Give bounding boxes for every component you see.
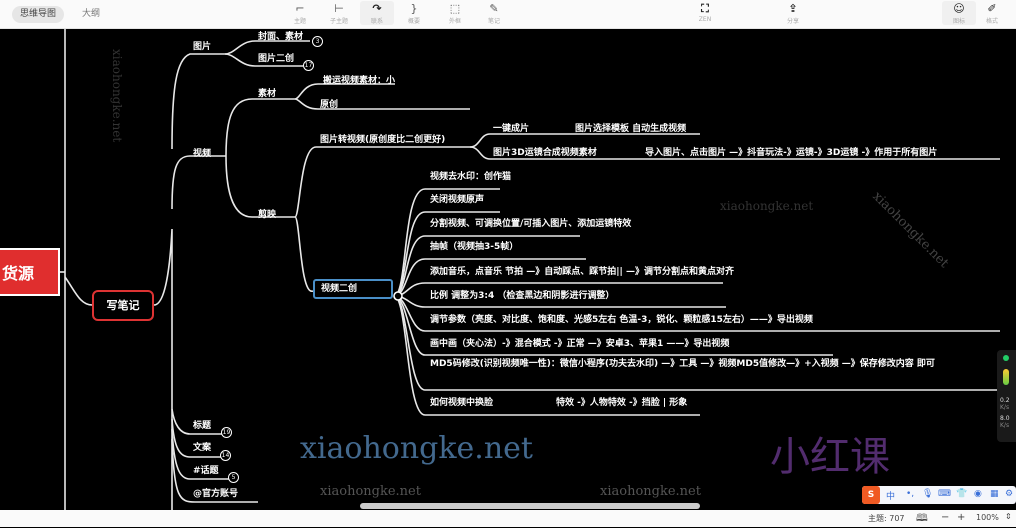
watermark: xiaohongke.net [110,49,124,143]
node[interactable]: 搬运视频素材：小 [323,76,396,86]
mindmap-canvas[interactable]: xiaohongke.net xiaohongke.net 小红课 xiaoho… [0,29,1016,510]
punctuation-icon[interactable]: •, [906,489,915,499]
settings-icon[interactable]: ⚙ [1005,489,1014,499]
node[interactable]: 特效 -》人物特效 -》挡脸 | 形象 [556,398,688,408]
note-icon: ✎ [489,2,499,15]
node[interactable]: 抽帧（视频抽3-5帧） [430,242,519,252]
branch-node[interactable]: 写笔记 [92,290,154,321]
robot-icon[interactable]: ◉ [974,489,982,499]
note-button[interactable]: ✎笔记 [477,1,511,25]
upload-unit: K/s [1000,404,1010,411]
watermark: xiaohongke.net [300,431,533,466]
ime-mode[interactable]: 中 [886,492,896,502]
download-unit: K/s [1000,422,1010,429]
collapsed-count-badge[interactable]: 14 [220,450,231,461]
watermark: xiaohongke.net [320,484,421,499]
sogou-logo-icon: S [862,486,880,504]
collapsed-count-badge[interactable]: 5 [228,472,239,483]
node[interactable]: 添加音乐，点音乐 节拍 —》自动踩点、踩节拍|| —》调节分割点和黄点对齐 [430,267,734,277]
network-speed-widget: 0.2 K/s 8.0 K/s [997,350,1016,442]
watermark-brand: 小红课 [770,434,890,480]
map-view-icon[interactable]: 🕮 [916,513,928,524]
node[interactable]: 图片3D运镜合成视频素材 [493,148,597,158]
node-image[interactable]: 图片 [193,42,212,52]
connector-lines [60,29,1000,510]
subtopic-icon: ⊢ [334,2,344,15]
ime-toolbar[interactable]: S 中 •, 🎙 ⌨ 👕 ◉ ▦ ⚙ [862,486,1016,504]
collapsed-count-badge[interactable]: 19 [221,427,232,438]
status-dot-icon [1003,355,1009,361]
node[interactable]: 一键成片 [493,124,530,134]
icons-button[interactable]: ☺图标 [942,1,976,25]
share-icon: ⇪ [788,2,798,15]
collapsed-count-badge[interactable]: 17 [303,60,314,71]
boundary-icon: ⬚ [449,2,461,15]
format-button[interactable]: ✐格式 [975,1,1009,25]
upload-speed: 0.2 [1000,397,1010,404]
keyboard-icon[interactable]: ⌨ [938,489,951,499]
node[interactable]: 剪映 [258,210,277,220]
node[interactable]: 画中画（夹心法）-》混合模式 -》正常 —》安卓3、苹果1 ——》导出视频 [430,339,730,349]
zoom-in-button[interactable]: + [957,512,966,523]
node[interactable]: @官方账号 [193,489,239,499]
node[interactable]: 调节参数（亮度、对比度、饱和度、光感5左右 色温-3，锐化、颗粒感15左右）——… [430,315,813,325]
relation-icon: ↷ [372,2,382,15]
zen-button[interactable]: ⛶ZEN [688,1,722,23]
meter-icon [1003,369,1009,385]
node[interactable]: 原创 [320,100,339,110]
node[interactable]: 分割视频、可调换位置/可插入图片、添加运镜特效 [430,219,632,229]
skin-icon[interactable]: 👕 [956,489,968,499]
watermark: xiaohongke.net [720,199,814,213]
zoom-out-button[interactable]: − [941,512,950,523]
apps-icon[interactable]: ▦ [990,489,999,499]
root-node[interactable]: 货源 [0,248,60,296]
zoom-stepper-icon[interactable]: ⇕ [1005,512,1012,521]
node[interactable]: 图片转视频(原创度比二创更好) [320,135,446,145]
topic-icon: ⌐ [295,2,305,15]
subtopic-button[interactable]: ⊢子主题 [322,1,356,25]
microphone-icon[interactable]: 🎙 [922,489,934,499]
collapsed-count-badge[interactable]: 3 [312,36,323,47]
tab-outline[interactable]: 大纲 [82,9,101,19]
brush-icon: ✐ [987,2,997,15]
download-speed: 8.0 [1000,415,1010,422]
node[interactable]: 视频去水印：创作猫 [430,172,512,182]
node[interactable]: 标题 [193,421,212,431]
tab-mindmap[interactable]: 思维导图 [12,6,65,23]
node[interactable]: 文案 [193,443,212,453]
node[interactable]: 比例 调整为3:4 （检查黑边和阴影进行调整） [430,291,615,301]
summary-icon: } [410,2,418,15]
topic-button[interactable]: ⌐主题 [283,1,317,25]
node[interactable]: 如何视频中换脸 [430,398,494,408]
relation-button[interactable]: ↷联系 [360,1,394,25]
boundary-button[interactable]: ⬚外框 [438,1,472,25]
summary-button[interactable]: }概要 [397,1,431,25]
horizontal-scrollbar[interactable] [360,503,700,509]
node[interactable]: 关闭视频原声 [430,195,485,205]
node[interactable]: 封面、素材 [258,32,304,42]
selected-node[interactable]: 视频二创 [313,279,393,299]
status-bar: 主题: 707 🕮 − + 100% ⇕ [0,510,1016,527]
topic-count: 主题: 707 [868,514,905,523]
node[interactable]: 图片二创 [258,54,295,64]
zoom-level[interactable]: 100% [976,513,999,522]
node[interactable]: 素材 [258,89,277,99]
toolbar: 思维导图 大纲 ⌐主题 ⊢子主题 ↷联系 }概要 ⬚外框 ✎笔记 ⛶ZEN ⇪分… [0,0,1016,29]
node-video[interactable]: 视频 [193,149,212,159]
fullscreen-icon: ⛶ [701,2,709,15]
node[interactable]: 图片选择模板 自动生成视频 [575,124,687,134]
node[interactable]: #话题 [193,466,219,476]
node[interactable]: MD5码修改(识别视频唯一性)：微信小程序(功夫去水印) —》工具 —》视频MD… [430,359,935,369]
node[interactable]: 导入图片、点击图片 —》抖音玩法-》运镜-》3D运镜 -》作用于所有图片 [645,148,938,158]
share-button[interactable]: ⇪分享 [776,1,810,25]
watermark: xiaohongke.net [600,484,701,499]
smiley-icon: ☺ [953,2,965,15]
